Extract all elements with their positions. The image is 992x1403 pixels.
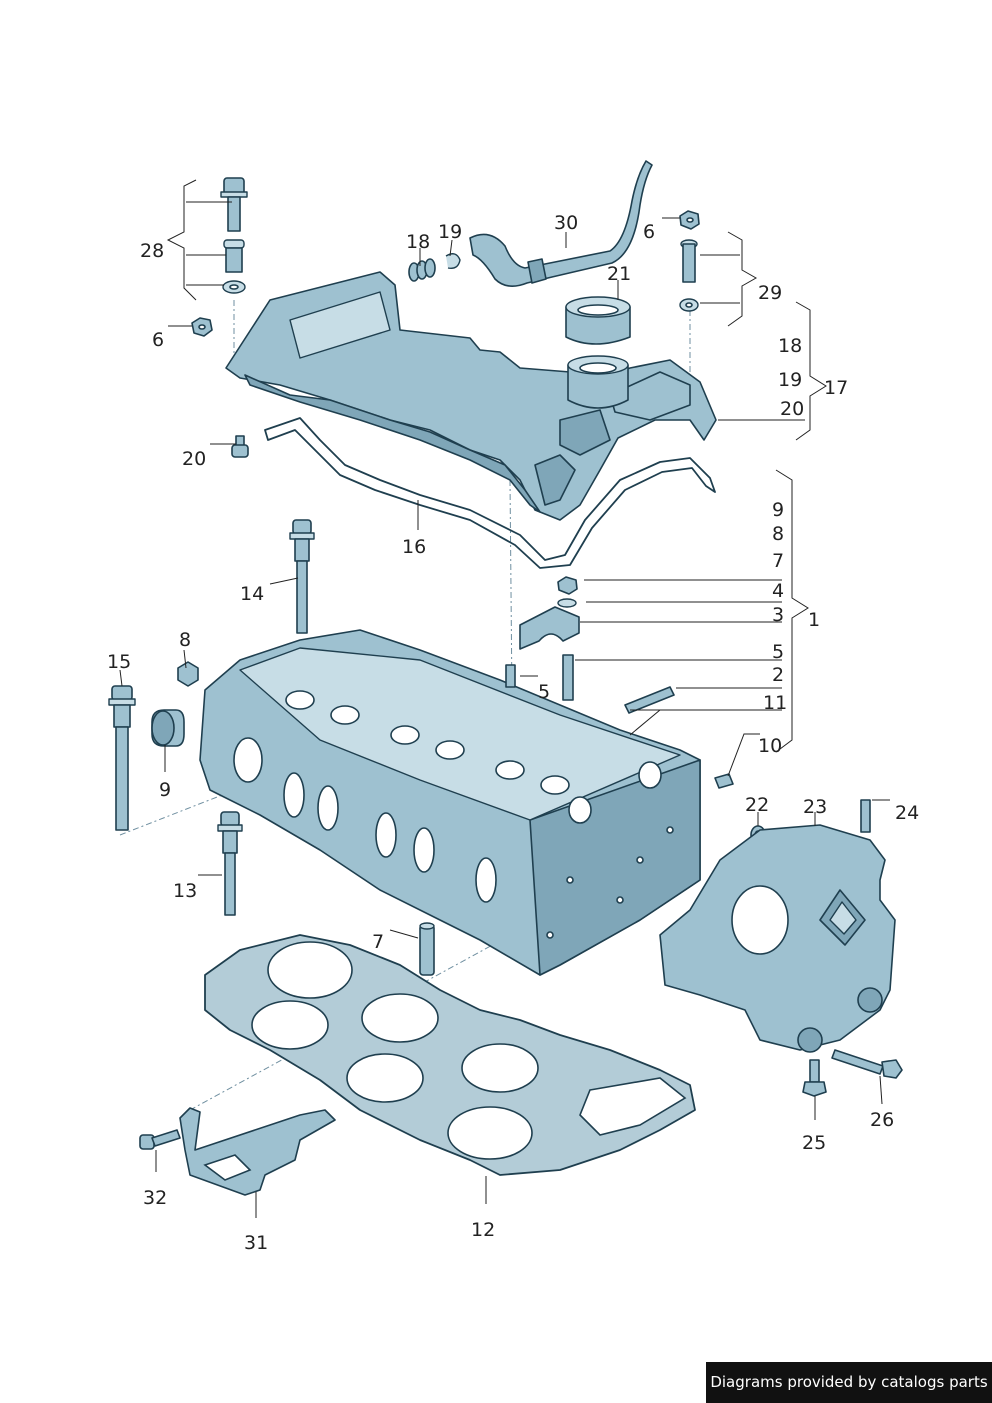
callout-12: 12 [471,1219,495,1241]
bolt-26 [831,1049,903,1079]
clip-19 [445,253,461,270]
callout-19-right: 19 [778,369,802,391]
callout-9-left: 9 [159,779,171,801]
dowel-7 [419,922,435,976]
callout-25: 25 [802,1132,826,1154]
callout-4-nut: 4 [772,580,784,602]
cap-9 [151,709,185,747]
callout-5-right: 5 [772,641,784,663]
callout-5-left: 5 [538,681,550,703]
callout-6-left: 6 [152,329,164,351]
callout-3: 3 [772,604,784,626]
nut-6-right [679,210,700,230]
callout-31: 31 [244,1232,268,1254]
bracket-31 [179,1107,336,1196]
callout-numbers: 28 6 20 18 19 30 21 6 29 18 19 17 20 16 … [107,212,919,1254]
callout-28: 28 [140,240,164,262]
callout-7-left: 7 [372,931,384,953]
stud-5-right [562,654,574,701]
bolt-25 [802,1059,827,1097]
callout-14: 14 [240,583,264,605]
bolt-20-left [231,435,249,458]
cylinder-head-1 [199,629,701,976]
stud-5-left [505,664,516,688]
callout-7-right: 7 [772,550,784,572]
nut-6-left [191,317,213,337]
callout-18-right: 18 [778,335,802,357]
cap-ring-21 [565,296,631,345]
callout-18-top: 18 [406,231,430,253]
callout-20-left: 20 [182,448,206,470]
callout-16: 16 [402,536,426,558]
callout-32: 32 [143,1187,167,1209]
callout-23: 23 [803,796,827,818]
gasket-16 [264,417,716,569]
callout-20-right: 20 [780,398,804,420]
stud-24 [860,799,871,833]
bolt-32 [139,1129,181,1150]
washer-4 [557,598,577,608]
callout-19-top: 19 [438,221,462,243]
callout-26: 26 [870,1109,894,1131]
callout-1: 1 [808,609,820,631]
callout-8-right: 8 [772,523,784,545]
valve-cover-17 [225,271,717,521]
bolt-15 [108,685,136,831]
callout-30: 30 [554,212,578,234]
sleeve-10 [714,773,734,789]
callout-24: 24 [895,802,919,824]
head-gasket-12 [204,934,696,1176]
callout-11: 11 [763,692,787,714]
callout-10: 10 [758,735,782,757]
housing-23 [659,824,896,1053]
callout-21: 21 [607,263,631,285]
callout-22: 22 [745,794,769,816]
callout-9-right: 9 [772,499,784,521]
callout-13: 13 [173,880,197,902]
bolt-28 [220,177,248,294]
sleeve-29 [679,239,699,312]
bearing-cap-3 [519,606,580,650]
bolt-14 [289,519,315,634]
callout-29: 29 [758,282,782,304]
callout-2: 2 [772,664,784,686]
callout-15: 15 [107,651,131,673]
callout-8-left: 8 [179,629,191,651]
nut-4 [557,576,578,595]
bolt-13 [217,811,243,916]
callout-17: 17 [824,377,848,399]
callout-6-right: 6 [643,221,655,243]
hose-30 [469,160,653,287]
pin-11 [624,686,675,714]
plug-8-left [177,661,199,687]
attribution-banner: Diagrams provided by catalogs parts [706,1362,992,1403]
leader-lines [119,179,890,1218]
spring-18 [408,258,436,282]
